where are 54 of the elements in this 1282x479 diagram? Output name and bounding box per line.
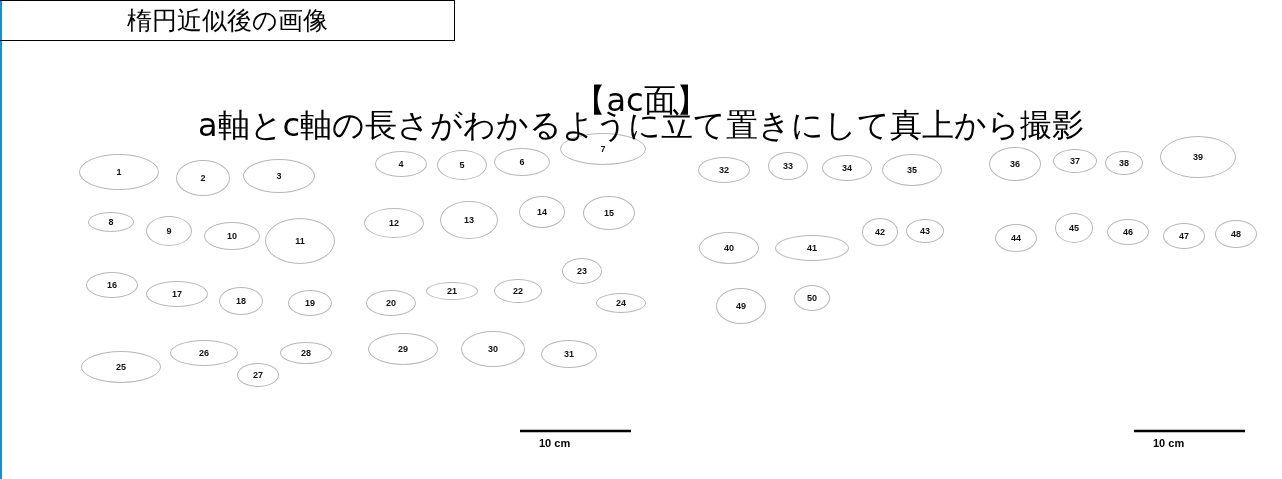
ellipse-number: 26 <box>199 348 209 358</box>
ellipse-number: 28 <box>301 348 311 358</box>
ellipse-number: 41 <box>807 243 817 253</box>
header-box <box>0 0 455 41</box>
ellipse-number: 4 <box>398 159 404 169</box>
ellipse-number: 17 <box>172 289 182 299</box>
ellipse-number: 33 <box>783 161 793 171</box>
ellipse-number: 12 <box>389 218 399 228</box>
ellipse-number: 48 <box>1231 229 1241 239</box>
ellipse-number: 44 <box>1011 233 1021 243</box>
ellipse-number: 16 <box>107 280 117 290</box>
ellipse-number: 46 <box>1123 227 1133 237</box>
header-text: 楕円近似後の画像 <box>126 5 328 37</box>
ellipse-number: 37 <box>1070 156 1080 166</box>
ellipse-number: 18 <box>236 296 246 306</box>
ellipse-number: 32 <box>719 165 729 175</box>
ellipse-number: 31 <box>564 349 574 359</box>
scale-label: 10 cm <box>539 437 571 449</box>
ellipse-number: 5 <box>459 160 465 170</box>
ellipse-number: 3 <box>276 171 282 181</box>
ellipse-number: 19 <box>305 298 315 308</box>
ellipse-number: 39 <box>1193 152 1203 162</box>
ellipse-number: 38 <box>1119 158 1129 168</box>
ellipse-number: 24 <box>616 298 626 308</box>
ellipse-number: 23 <box>577 266 587 276</box>
scale-label: 10 cm <box>1153 437 1185 449</box>
ellipse-number: 14 <box>537 207 547 217</box>
ellipse-number: 2 <box>200 173 206 183</box>
ellipse-number: 1 <box>116 167 122 177</box>
ellipse-number: 22 <box>513 286 523 296</box>
ellipse-number: 27 <box>253 370 263 380</box>
ellipse-number: 45 <box>1069 223 1079 233</box>
ellipse-number: 13 <box>464 215 474 225</box>
ellipse-number: 20 <box>386 298 396 308</box>
ellipse-number: 40 <box>724 243 734 253</box>
ellipse-number: 42 <box>875 227 885 237</box>
ellipse-number: 29 <box>398 344 408 354</box>
ellipse-number: 34 <box>842 163 852 173</box>
ellipse-number: 11 <box>295 236 305 246</box>
ellipse-number: 47 <box>1179 231 1189 241</box>
ellipse-number: 15 <box>604 208 614 218</box>
ellipse-number: 50 <box>807 293 817 303</box>
ellipse-number: 43 <box>920 226 930 236</box>
ellipse-number: 21 <box>447 286 457 296</box>
ellipse-number: 10 <box>227 231 237 241</box>
ellipse-number: 49 <box>736 301 746 311</box>
ellipse-number: 6 <box>519 157 525 167</box>
ellipse-number: 7 <box>600 144 606 154</box>
ellipse-number: 30 <box>488 344 498 354</box>
ellipse-number: 36 <box>1010 159 1020 169</box>
ellipse-number: 8 <box>108 217 114 227</box>
ellipse-number: 35 <box>907 165 917 175</box>
ellipse-number: 25 <box>116 362 126 372</box>
ellipse-number: 9 <box>166 226 172 236</box>
